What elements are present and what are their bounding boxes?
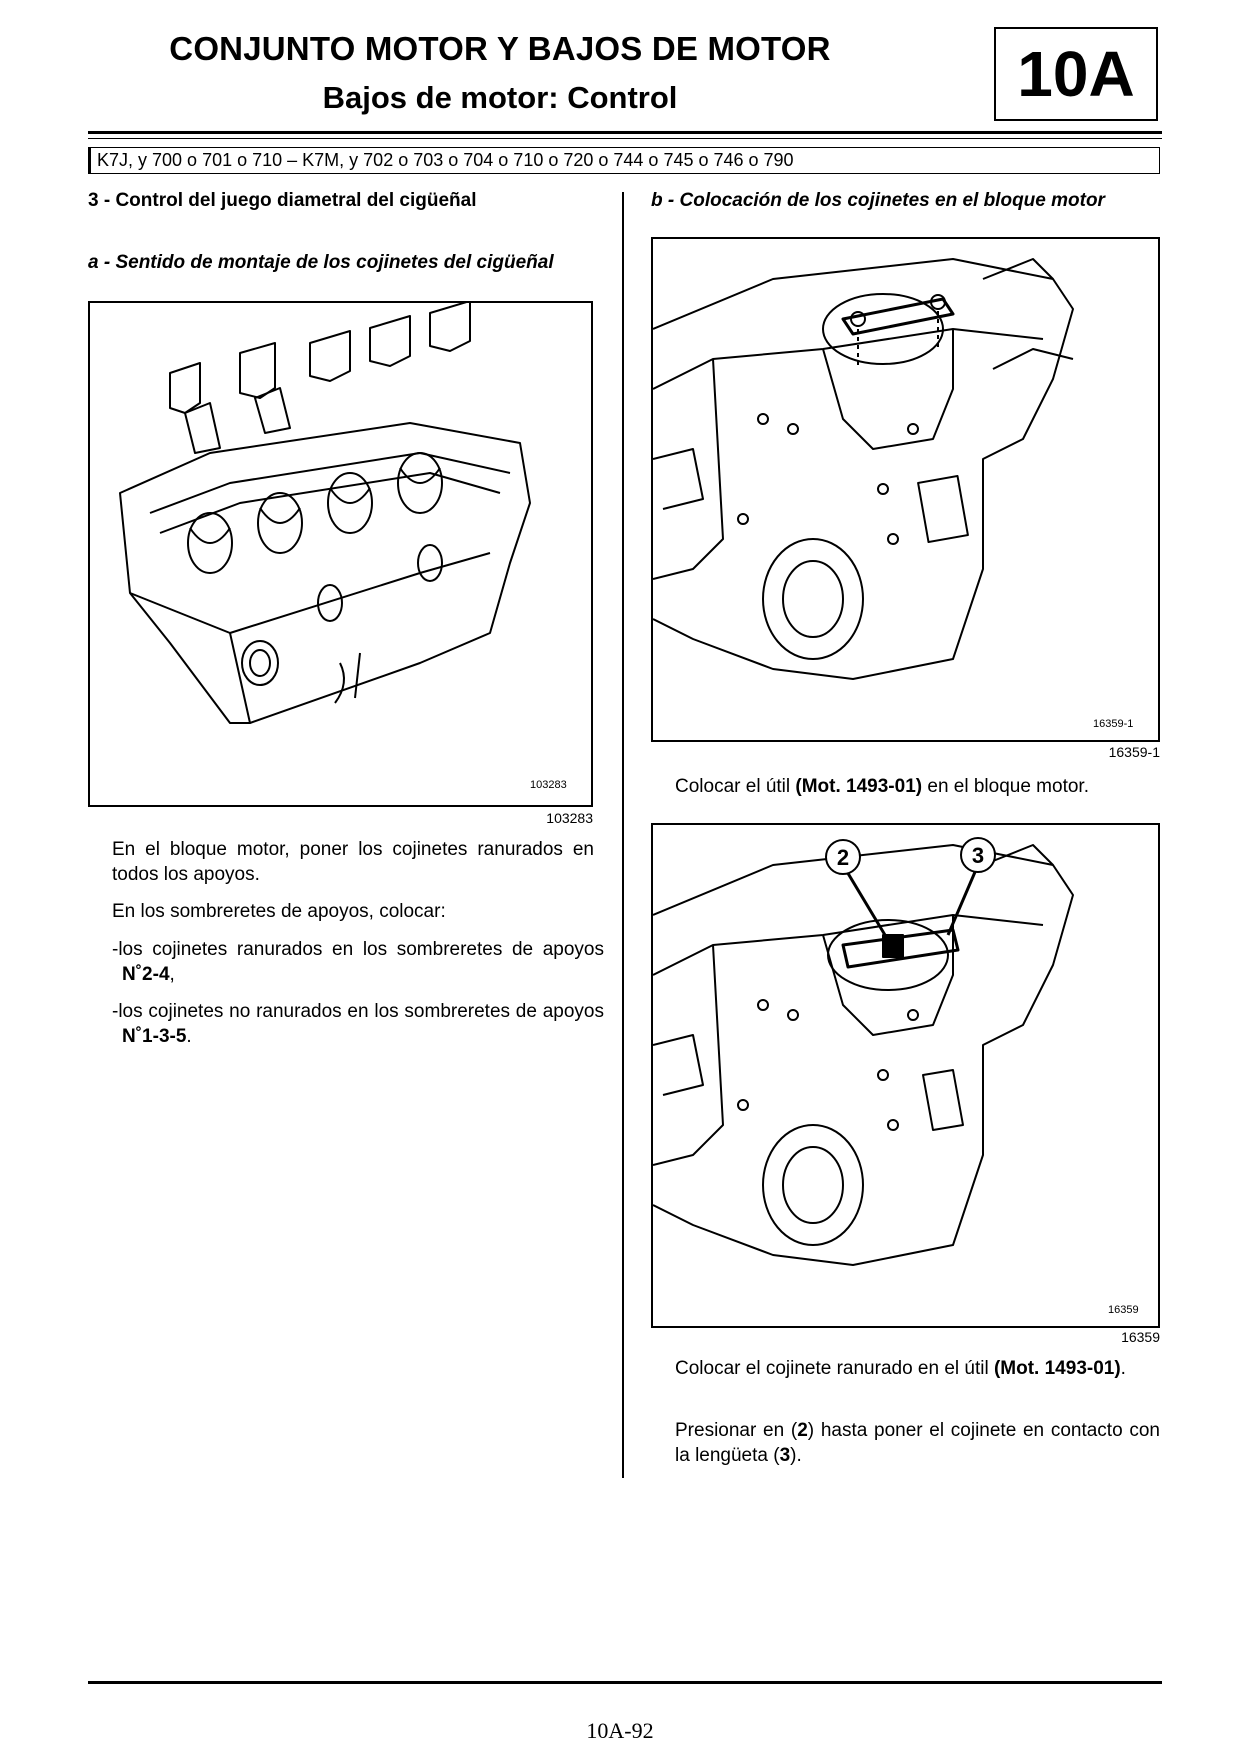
figure-engine-block-tool: 16359-1 — [651, 237, 1160, 742]
list-item-bold: N˚1-3-5 — [122, 1026, 187, 1047]
paragraph: Colocar el útil (Mot. 1493-01) en el blo… — [675, 774, 1160, 799]
tool-reference: (Mot. 1493-01) — [993, 1358, 1121, 1379]
bullet-marker: - — [112, 1001, 119, 1022]
figure-inner-code: 103283 — [530, 779, 567, 791]
page-number: 10A-92 — [586, 1718, 654, 1743]
footer-rule — [88, 1681, 1162, 1684]
paragraph: En los sombreretes de apoyos, colocar: — [112, 901, 446, 922]
text: Colocar el útil — [675, 776, 796, 797]
callout-ref: 3 — [779, 1445, 791, 1466]
callout-2: 2 — [837, 845, 849, 870]
list-item-text: los cojinetes no ranurados en los sombre… — [118, 1001, 604, 1022]
list-item-end: , — [169, 964, 175, 985]
text: ). — [790, 1445, 802, 1466]
engine-block-bearing-insert-drawing: 2 3 16359 — [653, 837, 1139, 1316]
list-item: -los cojinetes no ranurados en los sombr… — [112, 999, 604, 1049]
section-badge: 10A — [994, 27, 1158, 121]
page-title: CONJUNTO MOTOR Y BAJOS DE MOTOR — [169, 30, 831, 67]
header-rule-thin — [88, 138, 1162, 139]
list-item-end: . — [186, 1026, 192, 1047]
text: Colocar el cojinete ranurado en el útil — [675, 1358, 994, 1379]
figure-bearing-insert: 2 3 16359 — [651, 823, 1160, 1328]
list-item-bold: N˚2-4 — [122, 964, 170, 985]
column-divider — [622, 192, 624, 1478]
paragraph: En el bloque motor, poner los cojinetes … — [112, 839, 594, 885]
figure-caption: 103283 — [546, 810, 593, 826]
list-item: -los cojinetes ranurados en los sombrere… — [112, 937, 604, 987]
figure-engine-block-bearings: 103283 — [88, 301, 593, 807]
text: ) hasta poner el cojinete en contacto co… — [675, 1420, 1160, 1466]
text: Presionar en ( — [675, 1420, 798, 1441]
paragraph: Colocar el cojinete ranurado en el útil … — [675, 1356, 1160, 1381]
page-subtitle: Bajos de motor: Control — [322, 80, 678, 115]
subsection-heading-a: a - Sentido de montaje de los cojinetes … — [88, 252, 554, 273]
figure-inner-code: 16359-1 — [1093, 718, 1133, 730]
callout-3: 3 — [972, 843, 984, 868]
paragraph: Presionar en (2) hasta poner el cojinete… — [675, 1418, 1160, 1468]
engine-block-bearing-shells-drawing: 103283 — [119, 303, 567, 791]
text: . — [1120, 1358, 1126, 1379]
section-heading: 3 - Control del juego diametral del cigü… — [88, 190, 477, 211]
list-item-text: los cojinetes ranurados en los sombreret… — [118, 939, 604, 960]
figure-inner-code: 16359 — [1108, 1304, 1139, 1316]
subsection-heading-b: b - Colocación de los cojinetes en el bl… — [651, 190, 1105, 211]
figure-caption: 16359 — [1121, 1329, 1160, 1345]
header-rule — [88, 131, 1162, 134]
applicability-box: K7J, y 700 o 701 o 710 – K7M, y 702 o 70… — [88, 147, 1160, 174]
callout-ref: 2 — [797, 1420, 808, 1441]
tool-reference: (Mot. 1493-01) — [795, 776, 923, 797]
engine-block-tool-drawing: 16359-1 — [653, 258, 1133, 730]
bullet-marker: - — [112, 939, 119, 960]
text: en el bloque motor. — [922, 776, 1089, 797]
figure-caption: 16359-1 — [1108, 744, 1160, 760]
